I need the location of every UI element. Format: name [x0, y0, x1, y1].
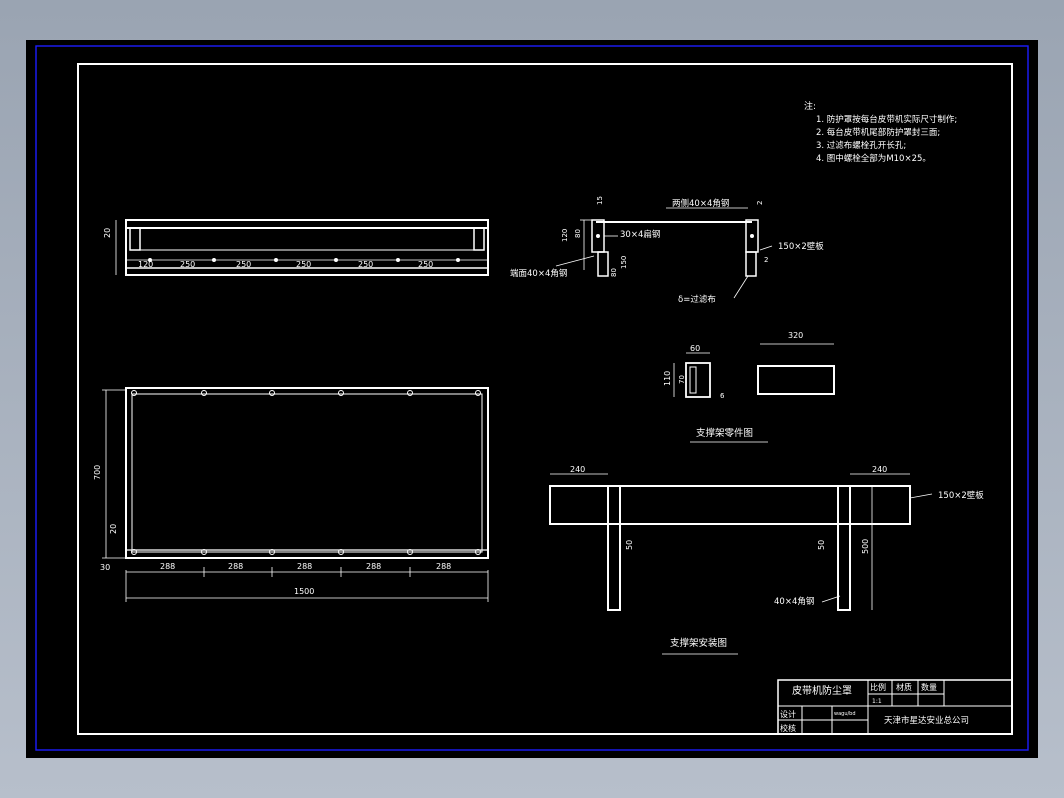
dim-label: 500 [861, 539, 870, 554]
label-install-angle: 40×4角钢 [774, 596, 814, 607]
label-two-side-angle: 两侧40×4角钢 [672, 198, 729, 209]
row-check: 校核 [780, 723, 796, 733]
dim-label: 6 [720, 392, 725, 400]
dim-label: 250 [296, 260, 311, 269]
dim-label: 15 [596, 196, 604, 205]
plan-side-dim: 30 [100, 563, 110, 572]
label-end-angle: 端面40×4角钢 [510, 268, 567, 279]
label-filter-cloth: δ=过滤布 [678, 294, 716, 305]
dim-label: 80 [610, 268, 618, 277]
parts-caption: 支撑架零件图 [696, 427, 753, 439]
drawing-sheet: 注: 1. 防护罩按每台皮带机实际尺寸制作; 2. 每台皮带机尾部防护罩封三面;… [26, 40, 1038, 758]
cad-drawing: 注: 1. 防护罩按每台皮带机实际尺寸制作; 2. 每台皮带机尾部防护罩封三面;… [35, 45, 1029, 751]
drawing-name: 皮带机防尘罩 [792, 684, 852, 697]
dim-label: 250 [180, 260, 195, 269]
dim-label: 250 [236, 260, 251, 269]
dim-label: 120 [561, 229, 569, 242]
plan-total-dim: 1500 [294, 587, 314, 596]
dim-label: 240 [872, 465, 887, 474]
dim-label: 288 [297, 562, 312, 571]
notes-block: 注: 1. 防护罩按每台皮带机实际尺寸制作; 2. 每台皮带机尾部防护罩封三面;… [804, 100, 957, 164]
section-view: 120 80 15 2 150 80 2 两侧40×4角钢 30×4扁钢 端面4… [510, 196, 824, 305]
title-block: 皮带机防尘罩 比例 材质 数量 1:1 设计 校核 wagu/bd 天津市星达安… [777, 679, 1013, 735]
plan-view: 700 20 30 288 288 288 288 288 1500 [93, 387, 489, 602]
top-elevation-view: 20 120 250 250 250 250 250 [103, 219, 489, 276]
dim-label: 288 [228, 562, 243, 571]
note-item: 1. 防护罩按每台皮带机实际尺寸制作; [816, 114, 957, 125]
label-flat-steel: 30×4扁钢 [620, 229, 660, 240]
designer-sign: wagu/bd [834, 711, 856, 717]
dim-label: 70 [678, 375, 686, 384]
dim-label: 2 [756, 201, 764, 205]
col-material: 材质 [896, 682, 912, 692]
row-design: 设计 [780, 709, 796, 719]
dim-label: 80 [574, 229, 582, 238]
dim-label: 288 [366, 562, 381, 571]
dim-label: 60 [690, 344, 700, 353]
install-caption: 支撑架安装图 [670, 637, 727, 649]
dim-label: 320 [788, 331, 803, 340]
plan-height-dim: 700 [93, 465, 102, 480]
outer-frame [35, 45, 1029, 751]
plan-side-dim: 20 [109, 524, 118, 534]
label-wall-plate: 150×2壁板 [778, 241, 824, 252]
parts-detail-view: 60 110 70 6 320 支撑架零件图 [663, 331, 835, 443]
note-item: 4. 图中螺栓全部为M10×25。 [816, 153, 931, 164]
scale-value: 1:1 [872, 698, 882, 705]
note-item: 2. 每台皮带机尾部防护罩封三面; [816, 127, 940, 138]
notes-title: 注: [804, 100, 816, 112]
dim-label: 250 [358, 260, 373, 269]
dim-label: 50 [625, 540, 634, 550]
dim-label: 20 [103, 228, 112, 238]
dim-label: 2 [764, 256, 768, 264]
col-qty: 数量 [921, 682, 937, 692]
dim-label: 120 [138, 260, 153, 269]
note-item: 3. 过滤布螺栓孔开长孔; [816, 140, 906, 151]
dim-label: 288 [160, 562, 175, 571]
dim-label: 110 [663, 371, 672, 386]
inner-border [77, 63, 1013, 735]
installation-view: 240 240 150×2壁板 50 50 500 40×4角钢 支撑架安装图 [549, 465, 984, 655]
dim-label: 150 [620, 256, 628, 269]
col-scale: 比例 [870, 682, 886, 692]
dim-label: 250 [418, 260, 433, 269]
company-name: 天津市星达安业总公司 [884, 715, 969, 726]
dim-label: 50 [817, 540, 826, 550]
label-install-plate: 150×2壁板 [938, 490, 984, 501]
dim-label: 240 [570, 465, 585, 474]
dim-label: 288 [436, 562, 451, 571]
